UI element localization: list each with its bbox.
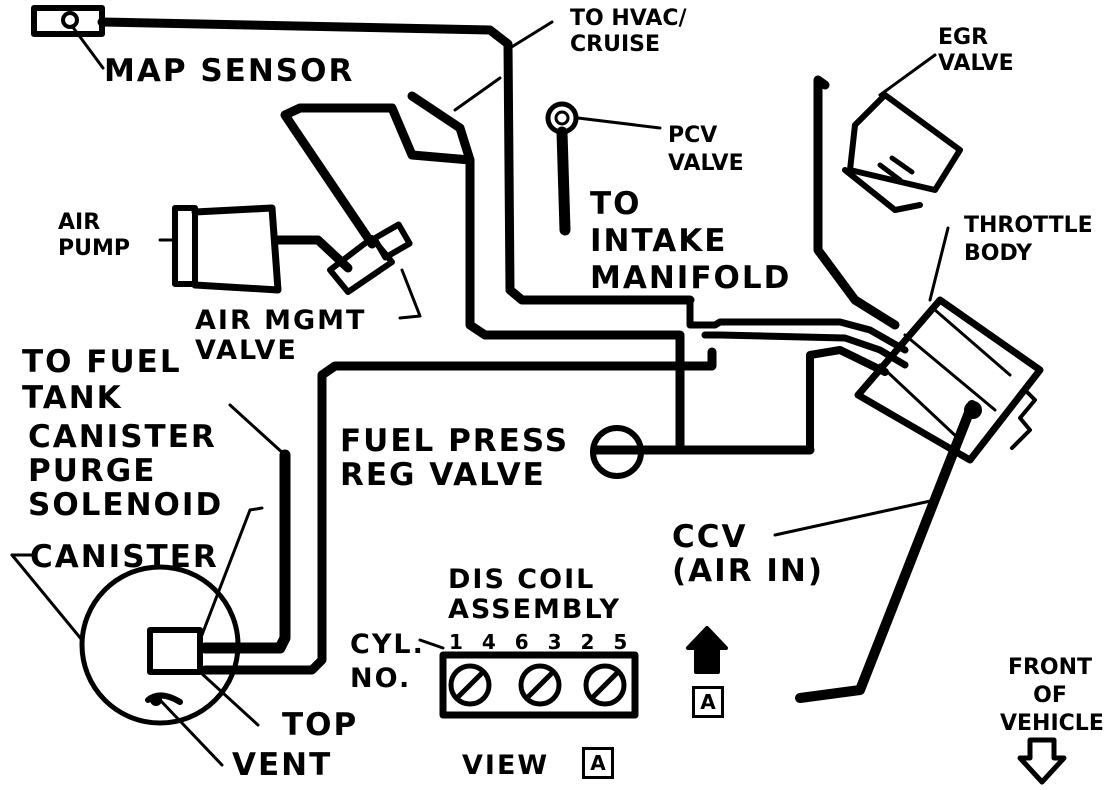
egr-valve-label: EGR VALVE xyxy=(938,25,1014,76)
air-pump-label: AIR PUMP xyxy=(58,210,131,261)
to-intake-manifold-label: TO INTAKE MANIFOLD xyxy=(590,186,792,296)
front-of-vehicle-label: FRONT OF VEHICLE xyxy=(1000,655,1104,736)
view-letter-box: A xyxy=(582,747,614,779)
throttle-body-component xyxy=(854,226,1044,464)
hvac-leader-line xyxy=(508,20,554,50)
air-management-hose xyxy=(280,103,475,249)
canister-component xyxy=(10,506,264,767)
air-management-valve-component xyxy=(327,221,422,320)
top-label: TOP xyxy=(282,707,359,743)
map-sensor-hose xyxy=(97,17,695,305)
canister-label: CANISTER xyxy=(30,539,219,575)
fuel-pressure-regulator-component xyxy=(590,425,815,479)
throttle-body-label: THROTTLE BODY xyxy=(964,213,1093,266)
dis-coil-assembly-label: DIS COIL ASSEMBLY xyxy=(448,564,622,625)
egr-hose xyxy=(813,75,900,330)
ccv-air-in-label: CCV (AIR IN) xyxy=(672,519,825,589)
view-label: VIEW xyxy=(462,750,550,781)
ccv-fitting xyxy=(964,401,982,419)
air-pump-component xyxy=(158,204,353,294)
front-arrow-icon xyxy=(1017,737,1067,785)
fuel-tank-leader xyxy=(228,403,287,457)
cyl-no-label: CYL. NO. xyxy=(350,629,425,694)
hvac-line-to-sensor xyxy=(453,76,502,112)
egr-valve-component xyxy=(842,53,963,213)
canister-to-regulator-hose xyxy=(200,347,717,675)
to-hvac-cruise-label: TO HVAC/ CRUISE xyxy=(570,6,687,57)
ccv-leader xyxy=(773,498,937,537)
map-sensor-label: MAP SENSOR xyxy=(104,53,355,89)
pcv-valve-label: PCV VALVE xyxy=(668,123,744,176)
air-mgmt-valve-label: AIR MGMT VALVE xyxy=(195,305,367,366)
view-a-arrow-icon xyxy=(686,626,728,674)
map-sensor-component xyxy=(31,5,105,70)
fuel-press-reg-valve-label: FUEL PRESS REG VALVE xyxy=(340,423,570,493)
throttle-body-hose-lower xyxy=(701,331,909,369)
throttle-body-hose-center xyxy=(806,346,889,454)
fuel-tank-hose xyxy=(199,449,291,654)
canister-purge-solenoid-label: CANISTER PURGE SOLENOID xyxy=(28,419,224,523)
hvac-cruise-hose xyxy=(407,91,685,455)
pcv-valve-component xyxy=(545,101,662,236)
arrow-letter-box: A xyxy=(692,686,724,718)
to-fuel-tank-label: TO FUEL TANK xyxy=(22,344,182,416)
vent-label: VENT xyxy=(232,747,333,783)
cylinder-numbers: 1 4 6 3 2 5 xyxy=(449,630,634,654)
throttle-body-hose-upper xyxy=(686,296,909,354)
dis-coil-assembly-component xyxy=(418,638,639,719)
